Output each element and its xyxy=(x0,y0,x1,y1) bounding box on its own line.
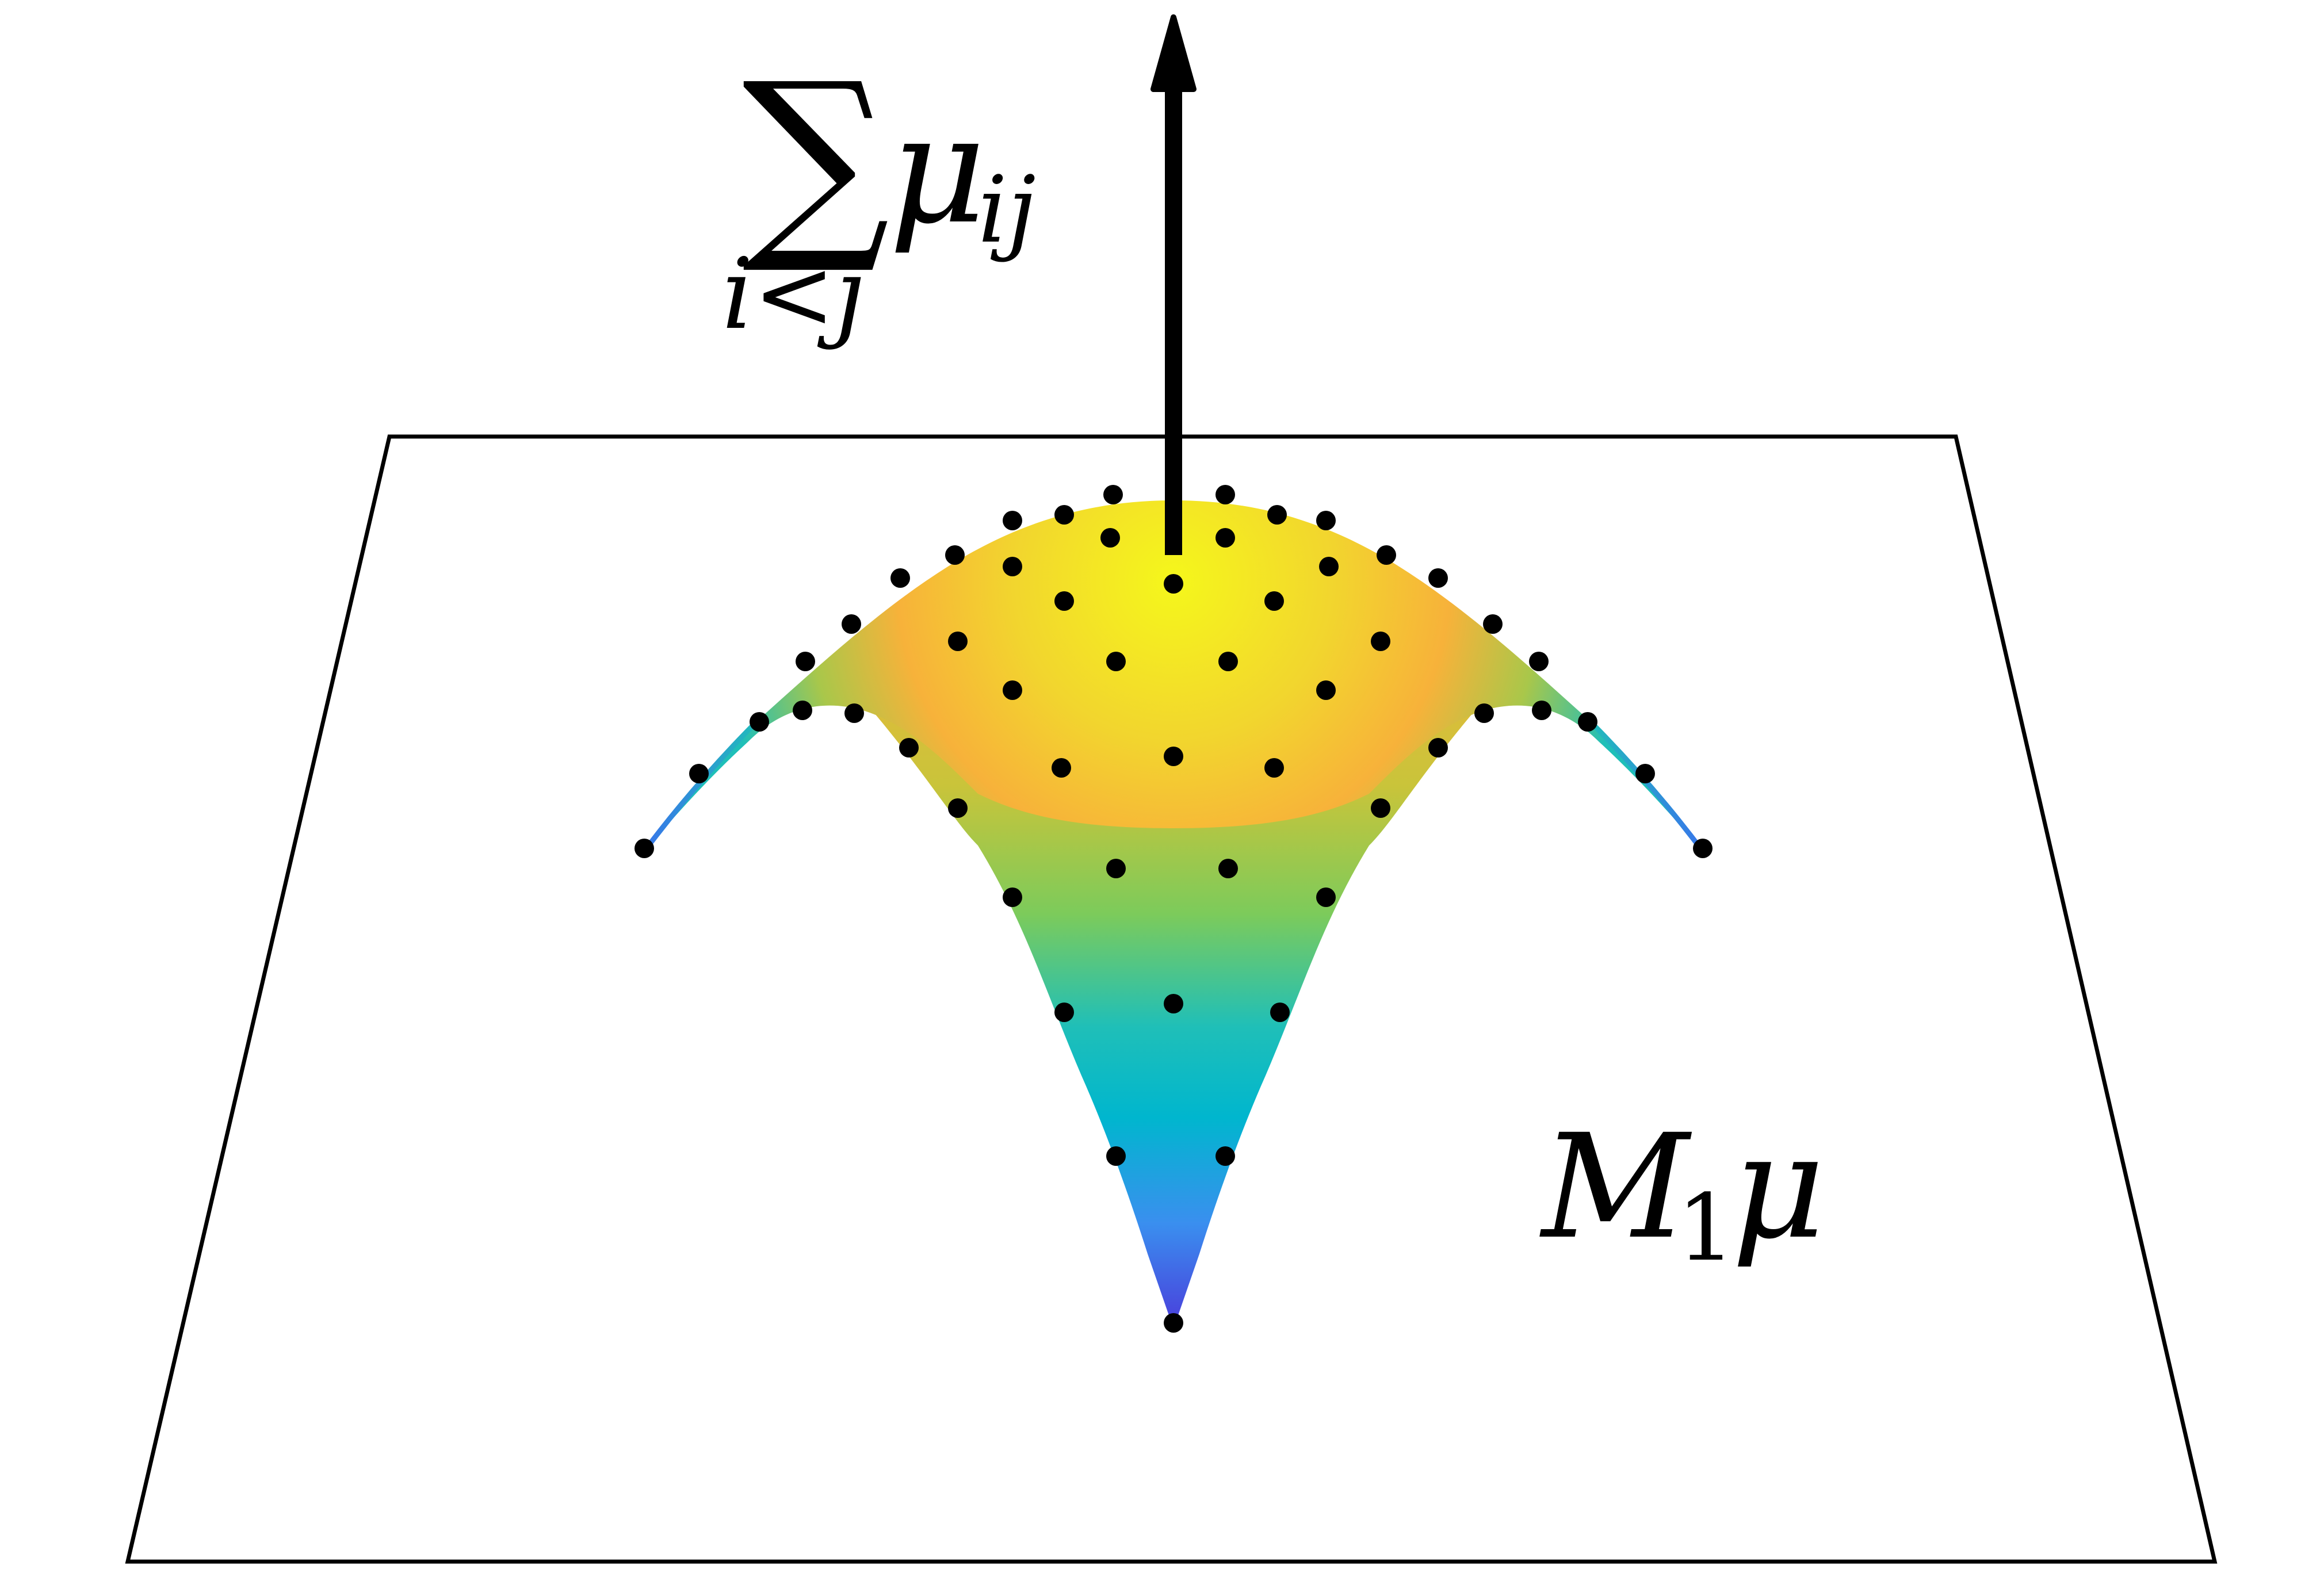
sample-dot xyxy=(890,568,910,588)
sample-dot xyxy=(1377,545,1396,565)
sample-dot xyxy=(1106,1146,1126,1166)
plane-label-subscript: 1 xyxy=(1677,1174,1736,1281)
sample-dot xyxy=(1218,859,1238,878)
sample-dot xyxy=(1319,557,1339,576)
sum-term-subscript: ij xyxy=(978,156,1036,263)
sample-dot xyxy=(1003,680,1022,700)
sample-dot xyxy=(1635,764,1655,783)
sample-dot xyxy=(1483,614,1503,634)
sample-dot xyxy=(689,764,709,783)
normal-arrow xyxy=(1150,14,1197,555)
sample-dot xyxy=(1264,591,1284,611)
sample-dot xyxy=(1052,758,1071,778)
sample-dot xyxy=(1428,568,1448,588)
sample-dot xyxy=(750,712,769,732)
sample-dot xyxy=(1054,1003,1074,1022)
arrow-head xyxy=(1150,14,1197,92)
plane-label-main: M xyxy=(1539,1103,1692,1271)
sample-dot xyxy=(1164,994,1183,1013)
sample-dot xyxy=(1371,632,1390,651)
sample-dot xyxy=(1532,701,1551,720)
sample-dot xyxy=(1316,511,1336,530)
sample-dot xyxy=(1003,557,1022,576)
sample-dot xyxy=(1529,652,1549,671)
sample-dot xyxy=(1316,887,1336,907)
plane-label: M 1 μ xyxy=(1539,1103,1825,1281)
sample-dot xyxy=(948,632,968,651)
sample-dot xyxy=(1693,839,1713,858)
sum-formula: ∑ μ ij i<j xyxy=(722,38,1036,351)
sample-dot xyxy=(1218,652,1238,671)
sample-dot xyxy=(793,701,812,720)
sample-dot xyxy=(1316,680,1336,700)
surface-cap xyxy=(644,500,1703,851)
sample-dot xyxy=(1578,712,1597,732)
sample-dot xyxy=(1428,738,1448,758)
sample-dot xyxy=(1106,652,1126,671)
sample-dot xyxy=(1164,1313,1183,1333)
sample-dot xyxy=(1270,1003,1290,1022)
sample-dot xyxy=(1100,528,1120,548)
sum-index: i<j xyxy=(722,238,866,351)
sum-symbol: ∑ xyxy=(742,38,890,279)
sum-term: μ xyxy=(889,83,986,257)
sample-dot xyxy=(1215,528,1235,548)
sample-dot xyxy=(948,798,968,818)
sample-dot xyxy=(1106,859,1126,878)
sample-dots xyxy=(634,485,1713,1333)
sample-dot xyxy=(1003,511,1022,530)
sample-dot xyxy=(1054,505,1074,525)
plane-label-var: μ xyxy=(1731,1103,1825,1271)
sample-dot xyxy=(899,738,919,758)
sample-dot xyxy=(844,703,864,723)
sample-dot xyxy=(945,545,965,565)
sample-dot xyxy=(1264,758,1284,778)
sample-dot xyxy=(1164,747,1183,766)
sample-dot xyxy=(1371,798,1390,818)
sample-dot xyxy=(634,839,654,858)
sample-dot xyxy=(1215,1146,1235,1166)
sample-dot xyxy=(1164,574,1183,594)
sample-dot xyxy=(1003,887,1022,907)
plane-outline xyxy=(125,434,2218,1564)
sample-dot xyxy=(1054,591,1074,611)
sample-dot xyxy=(842,614,861,634)
sample-dot xyxy=(1474,703,1494,723)
sample-dot xyxy=(796,652,815,671)
sample-dot xyxy=(1267,505,1287,525)
surface-stem xyxy=(874,713,1473,1329)
sample-dot xyxy=(1215,485,1235,504)
sample-dot xyxy=(1103,485,1123,504)
plane xyxy=(125,434,2218,1564)
